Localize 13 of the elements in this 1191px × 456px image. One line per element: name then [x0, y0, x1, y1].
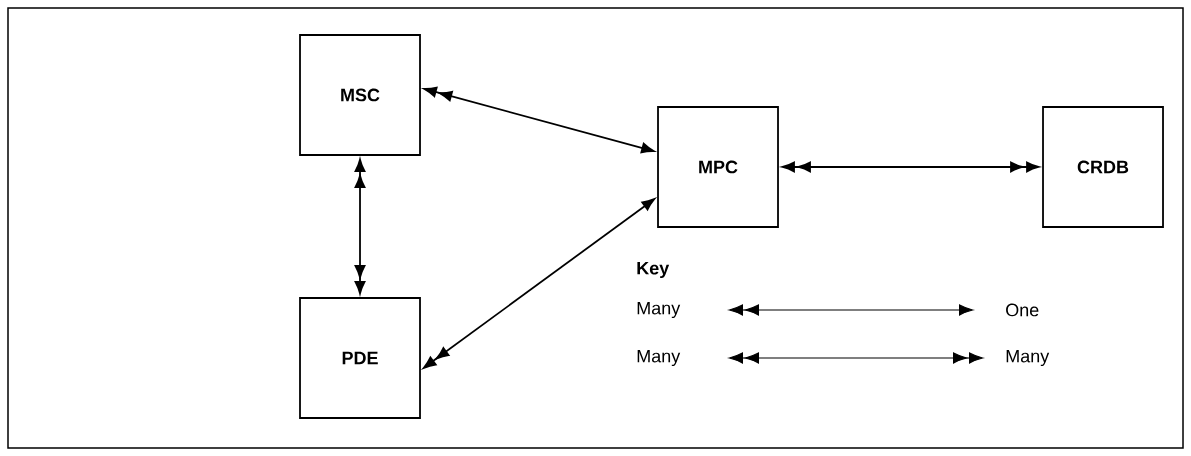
- process-box: PDE: [299, 297, 421, 419]
- key-label: Many: [637, 301, 681, 319]
- arrow: [354, 158, 366, 295]
- key-label: Many: [1006, 349, 1050, 367]
- arrow: [423, 86, 655, 154]
- process-box: MPC: [657, 106, 779, 228]
- process-box: CRDB: [1042, 106, 1164, 228]
- key-label: One: [1006, 303, 1039, 317]
- arrow: [781, 161, 1040, 173]
- key-heading: Key: [637, 261, 670, 279]
- key-label: Many: [637, 349, 681, 367]
- arrow: [423, 198, 655, 369]
- process-box: MSC: [299, 34, 421, 156]
